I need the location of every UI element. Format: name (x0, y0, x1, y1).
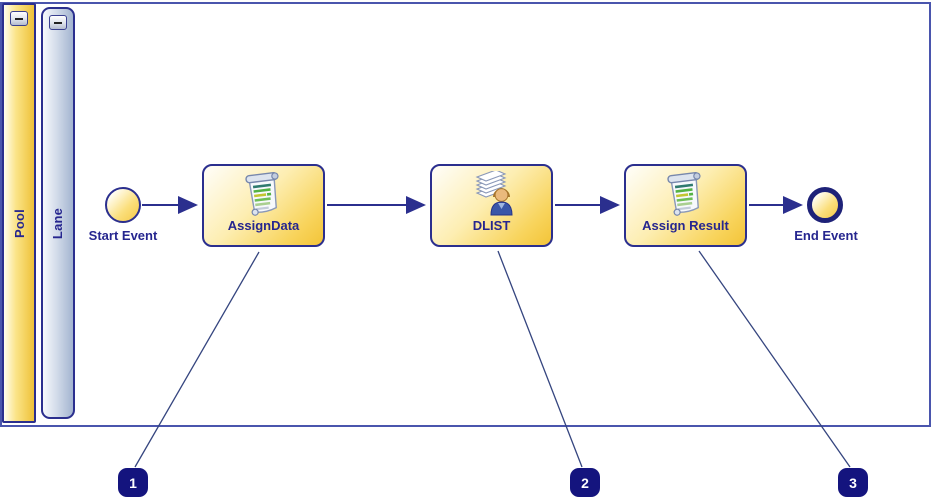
lane-header[interactable]: Lane (41, 7, 75, 419)
pool-label: Pool (11, 209, 27, 238)
lane-collapse-button[interactable] (49, 15, 67, 30)
task-assignresult-label: Assign Result (642, 218, 729, 233)
end-event-label: End Event (794, 228, 858, 243)
start-event-node[interactable] (105, 187, 141, 223)
task-dlist-label: DLIST (472, 218, 511, 233)
script-scroll-icon (243, 170, 285, 217)
pool-collapse-button[interactable] (10, 11, 28, 26)
task-assignresult[interactable]: Assign Result (624, 164, 747, 247)
script-scroll-icon (665, 170, 707, 217)
task-assigndata[interactable]: AssignData (202, 164, 325, 247)
pool-header[interactable]: Pool (2, 3, 36, 423)
task-assigndata-label: AssignData (227, 218, 300, 233)
end-event-node[interactable] (807, 187, 843, 223)
callout-badge-2: 2 (570, 468, 600, 497)
papers-user-icon (469, 170, 515, 217)
start-event-label: Start Event (88, 228, 158, 243)
minus-icon (15, 17, 23, 20)
task-dlist[interactable]: DLIST (430, 164, 553, 247)
minus-icon (54, 21, 62, 24)
lane-label: Lane (50, 207, 66, 240)
callout-badge-3: 3 (838, 468, 868, 497)
callout-badge-1: 1 (118, 468, 148, 497)
